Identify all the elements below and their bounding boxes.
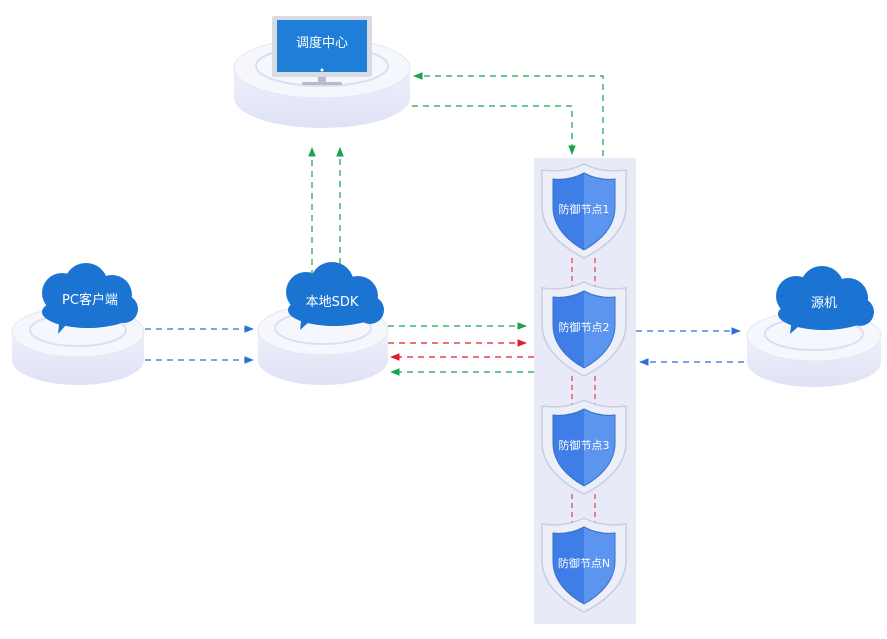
local-sdk-label: 本地SDK — [306, 295, 359, 310]
cloud-icon — [776, 266, 874, 334]
shield-icon — [552, 172, 616, 251]
defense-node-1: 防御节点1 — [541, 163, 627, 259]
defense-node-2: 防御节点2 — [541, 281, 627, 377]
defense-node-1-label: 防御节点1 — [559, 202, 610, 216]
defense-node-n-label: 防御节点N — [558, 556, 610, 570]
defense-node-3: 防御节点3 — [541, 399, 627, 495]
defense-node-n: 防御节点N — [541, 517, 627, 613]
cloud-icon — [286, 262, 384, 330]
dispatch-center-node: 调度中心 — [233, 16, 411, 128]
shield-icon — [552, 526, 616, 605]
arrow-dispatch-to-defense — [412, 105, 576, 155]
origin-node: 源机 — [746, 266, 882, 387]
origin-label: 源机 — [811, 296, 837, 311]
pc-client-node: PC客户端 — [11, 263, 145, 385]
dispatch-center-label: 调度中心 — [296, 35, 348, 51]
arrow-defense-to-dispatch — [413, 72, 604, 156]
shield-icon — [552, 290, 616, 369]
defense-node-3-label: 防御节点3 — [559, 438, 610, 452]
monitor-icon — [272, 16, 372, 85]
local-sdk-node: 本地SDK — [257, 262, 389, 385]
defense-node-2-label: 防御节点2 — [559, 320, 610, 334]
cloud-icon — [42, 263, 138, 334]
shield-icon — [552, 408, 616, 487]
pc-client-label: PC客户端 — [62, 292, 118, 308]
